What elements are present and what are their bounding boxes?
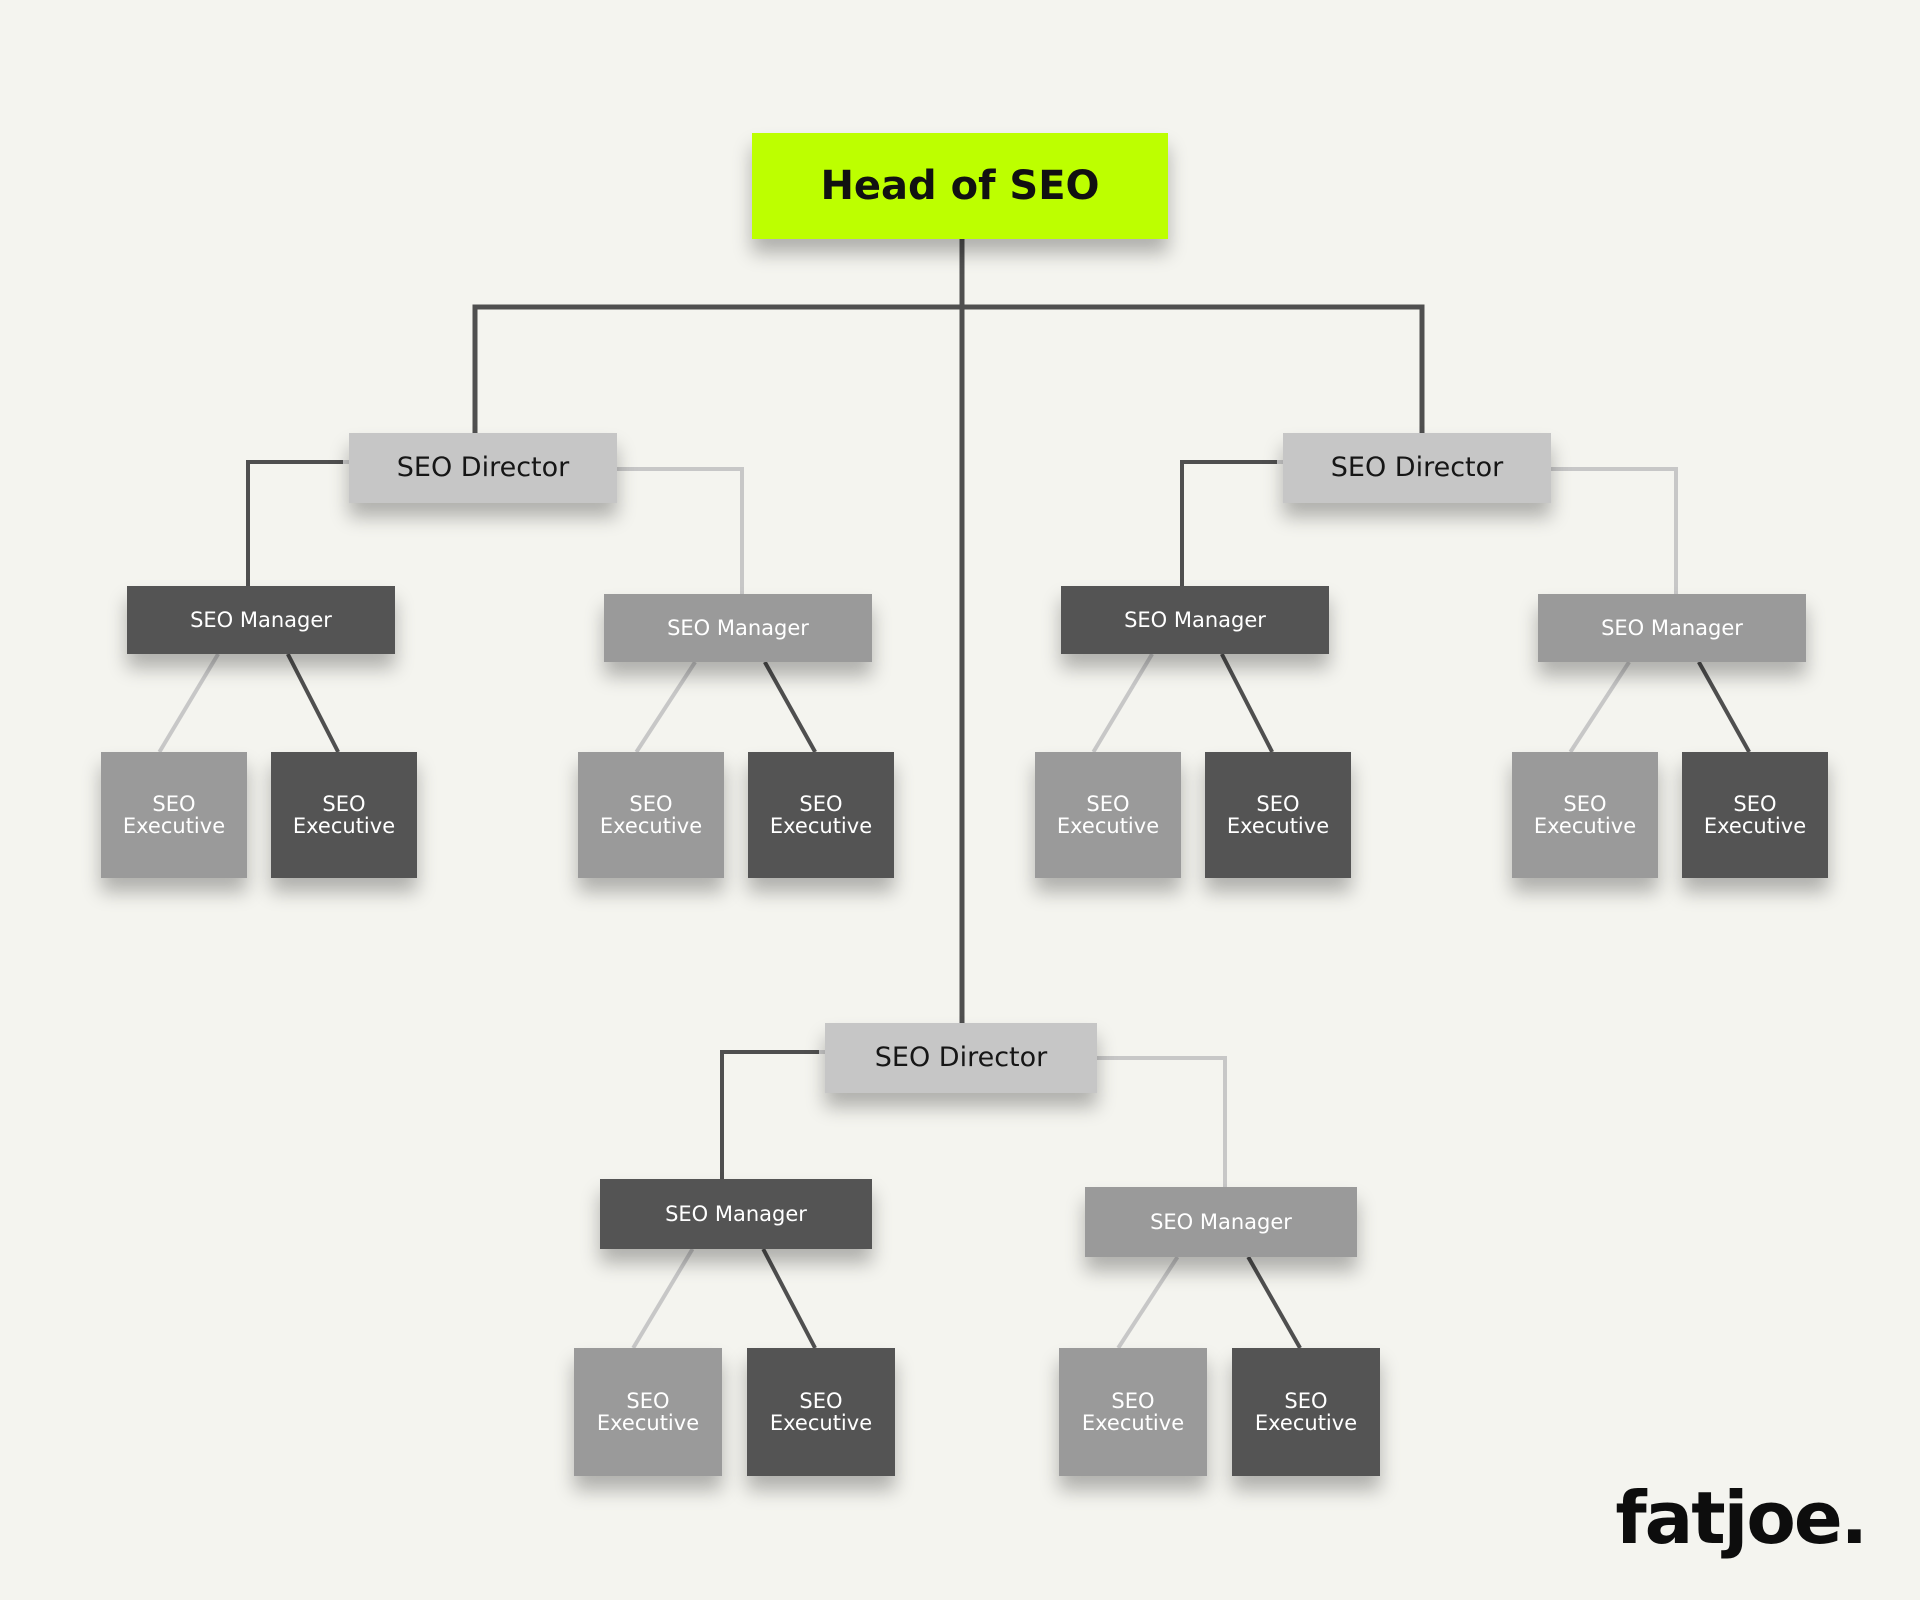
head-to-top-directors-connector [472, 304, 1425, 436]
manager-0-1-left-exec-connector [634, 660, 697, 754]
seo-executive-box-3-2-2-label: SEO Executive [1254, 1388, 1358, 1435]
manager-2-1-left-exec-connector [1116, 1255, 1180, 1350]
director-0-right-connector [615, 467, 744, 596]
manager-2-0-right-exec-connector [761, 1248, 817, 1349]
manager-1-1-right-exec-connector [1697, 661, 1751, 753]
seo-manager-box-3-2: SEO Manager [1085, 1187, 1357, 1257]
seo-manager-box-3-1-label: SEO Manager [665, 1201, 807, 1226]
seo-executive-box-2-1-2-label: SEO Executive [1226, 791, 1330, 838]
seo-executive-box-1-2-2: SEO Executive [748, 752, 894, 878]
seo-manager-box-2-2: SEO Manager [1538, 594, 1806, 662]
seo-executive-box-2-2-2-label: SEO Executive [1703, 791, 1807, 838]
seo-director-box-2-label: SEO Director [1330, 451, 1504, 483]
director-1-right-connector [1549, 467, 1678, 596]
manager-2-0-left-exec-connector [631, 1247, 695, 1350]
seo-executive-box-3-1-2-label: SEO Executive [769, 1388, 873, 1435]
fatjoe-logo: fatjoe. [1615, 1476, 1868, 1560]
manager-1-1-left-exec-connector [1568, 660, 1631, 754]
seo-executive-box-2-1-2: SEO Executive [1205, 752, 1351, 878]
seo-manager-box-1-2-label: SEO Manager [667, 615, 809, 640]
seo-executive-box-1-2-2-label: SEO Executive [769, 791, 873, 838]
seo-manager-box-1-2: SEO Manager [604, 594, 872, 662]
manager-0-1-right-exec-connector [763, 661, 817, 753]
director-0-left-connector [246, 460, 351, 588]
seo-executive-box-1-1-1-label: SEO Executive [122, 791, 226, 838]
seo-manager-box-1-1-label: SEO Manager [190, 607, 332, 632]
manager-1-0-left-exec-connector [1091, 652, 1154, 754]
head-of-seo-box-label: Head of SEO [820, 163, 1100, 209]
manager-2-1-right-exec-connector [1246, 1256, 1302, 1349]
head-of-seo-box: Head of SEO [752, 133, 1168, 239]
seo-executive-box-2-2-1-label: SEO Executive [1533, 791, 1637, 838]
seo-director-box-1-label: SEO Director [396, 451, 570, 483]
seo-executive-box-2-1-1-label: SEO Executive [1056, 791, 1160, 838]
seo-manager-box-3-1: SEO Manager [600, 1179, 872, 1249]
seo-manager-box-2-1: SEO Manager [1061, 586, 1329, 654]
manager-0-0-left-exec-connector [157, 652, 220, 754]
seo-manager-box-2-1-label: SEO Manager [1124, 607, 1266, 632]
director-1-left-connector [1180, 460, 1285, 588]
seo-director-box-3: SEO Director [825, 1023, 1097, 1093]
seo-executive-box-1-1-2-label: SEO Executive [292, 791, 396, 838]
seo-executive-box-3-1-1: SEO Executive [574, 1348, 722, 1476]
seo-executive-box-2-1-1: SEO Executive [1035, 752, 1181, 878]
seo-executive-box-2-2-2: SEO Executive [1682, 752, 1828, 878]
seo-manager-box-2-2-label: SEO Manager [1601, 615, 1743, 640]
director-2-right-connector [1095, 1056, 1227, 1189]
seo-manager-box-1-1: SEO Manager [127, 586, 395, 654]
seo-executive-box-1-1-2: SEO Executive [271, 752, 417, 878]
seo-executive-box-1-2-1-label: SEO Executive [599, 791, 703, 838]
seo-director-box-1: SEO Director [349, 433, 617, 503]
seo-director-box-3-label: SEO Director [874, 1041, 1048, 1073]
seo-director-box-2: SEO Director [1283, 433, 1551, 503]
seo-executive-box-1-2-1: SEO Executive [578, 752, 724, 878]
seo-executive-box-2-2-1: SEO Executive [1512, 752, 1658, 878]
seo-executive-box-1-1-1: SEO Executive [101, 752, 247, 878]
seo-executive-box-3-2-2: SEO Executive [1232, 1348, 1380, 1476]
seo-manager-box-3-2-label: SEO Manager [1150, 1209, 1292, 1234]
seo-executive-box-3-1-1-label: SEO Executive [596, 1388, 700, 1435]
seo-executive-box-3-2-1: SEO Executive [1059, 1348, 1207, 1476]
director-2-left-connector [720, 1050, 827, 1181]
seo-executive-box-3-2-1-label: SEO Executive [1081, 1388, 1185, 1435]
manager-0-0-right-exec-connector [286, 653, 340, 753]
manager-1-0-right-exec-connector [1220, 653, 1274, 753]
seo-executive-box-3-1-2: SEO Executive [747, 1348, 895, 1476]
